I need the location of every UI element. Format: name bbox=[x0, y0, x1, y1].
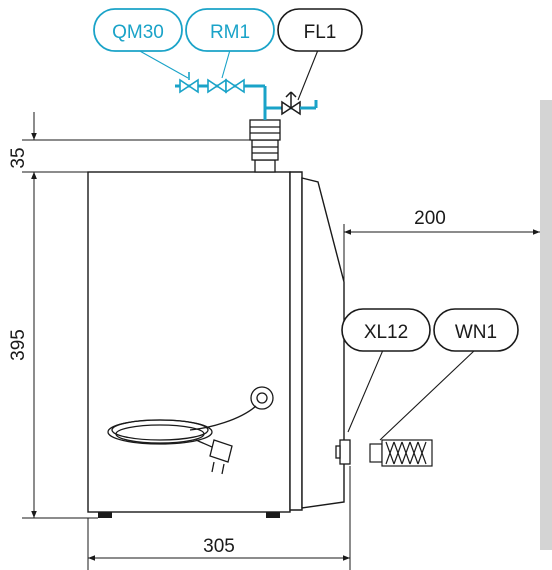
callout-rm1-label: RM1 bbox=[210, 22, 250, 43]
qm30-valve-symbol bbox=[179, 72, 199, 94]
dimension-height: 395 bbox=[8, 329, 29, 361]
callout-fl1: FL1 bbox=[277, 8, 363, 52]
fl1-valve-symbol bbox=[281, 91, 301, 116]
callout-leaders bbox=[137, 49, 476, 441]
callout-xl12: XL12 bbox=[341, 308, 431, 352]
callout-fl1-label: FL1 bbox=[304, 22, 337, 43]
dimension-depth: 305 bbox=[203, 536, 235, 557]
callout-wn1: WN1 bbox=[433, 308, 519, 352]
callout-qm30: QM30 bbox=[93, 8, 183, 52]
dimension-lines bbox=[22, 112, 540, 570]
side-connection bbox=[335, 439, 351, 465]
heater-body bbox=[87, 171, 345, 518]
dimension-clearance: 200 bbox=[414, 208, 446, 229]
callout-rm1: RM1 bbox=[185, 8, 275, 52]
power-plug bbox=[209, 439, 233, 475]
power-cable bbox=[107, 386, 274, 449]
callout-xl12-label: XL12 bbox=[364, 322, 408, 343]
rm1-valve-symbol bbox=[207, 78, 245, 94]
wall bbox=[540, 100, 552, 550]
dimension-top-connection: 35 bbox=[8, 147, 29, 168]
top-connection bbox=[249, 119, 281, 173]
drain-hose bbox=[369, 439, 433, 467]
fl1-outlet-pipe bbox=[300, 100, 318, 110]
callout-qm30-label: QM30 bbox=[112, 22, 164, 43]
callout-wn1-label: WN1 bbox=[455, 322, 497, 343]
